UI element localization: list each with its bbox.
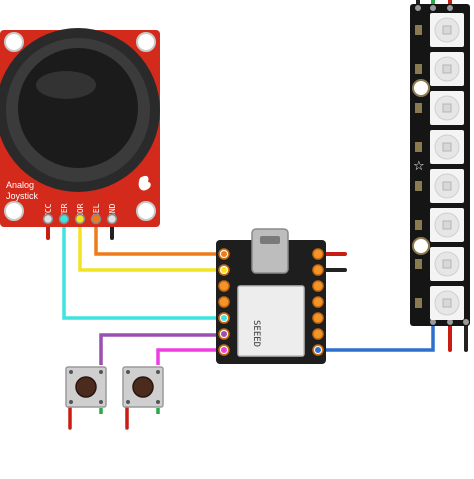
pin-label-hor: HOR [76,203,85,218]
pin-pad-ver [58,213,70,225]
button1-cap[interactable] [75,376,97,398]
led-4-chip [442,142,452,152]
led-strip-pad [430,5,436,11]
wire-end-magenta [220,346,228,354]
joystick-cap-highlight [36,71,96,99]
sparkfun-logo-icon [138,175,151,191]
xiao-board: SEEED [216,228,326,364]
push-buttons [65,366,164,430]
pin-label-vcc: VCC [44,203,53,218]
wire-button1-to-xiao [99,333,222,365]
star-icon: ☆ [413,159,425,174]
led-7-chip [442,259,452,269]
wire-end-purple [220,330,228,338]
wire-end-orange [220,250,228,258]
wire-end-yellow [220,266,228,274]
mounting-hole [4,201,24,221]
led-strip-pad [463,319,469,325]
led-1-capacitor [415,25,422,35]
wire-joystick-hor-to-xiao [78,222,222,272]
led-6-chip [442,220,452,230]
led-7-capacitor [415,259,422,269]
led-3-capacitor [415,103,422,113]
pin-pad-gnd [106,213,118,225]
rf-shield [237,285,305,357]
pin-pad-hor [74,213,86,225]
led-5-capacitor [415,181,422,191]
mounting-hole [136,201,156,221]
led-strip-hole [412,237,430,255]
mounting-hole [4,32,24,52]
usb-c-connector [251,228,289,274]
led-1-chip [442,25,452,35]
wire-joystick-ver-to-xiao [62,222,222,320]
xiao-pad [312,296,324,308]
push-button-2[interactable] [122,366,164,430]
wire-end-blue [314,346,322,354]
led-strip: ☆ [410,4,470,326]
pin-label-ver: VER [60,203,69,218]
led-strip-pad [430,319,436,325]
led-strip-pad [415,5,421,11]
wire-button2-to-xiao [156,348,222,365]
xiao-pad [312,264,324,276]
button2-cap[interactable] [132,376,154,398]
joystick-label-line1: Analog [6,180,34,190]
joystick-pin-pads [42,213,118,225]
pin-pad-vcc [42,213,54,225]
led-2-chip [442,64,452,74]
led-3-chip [442,103,452,113]
led-strip-pad [447,5,453,11]
led-8-chip [442,298,452,308]
button1-corner [69,370,73,374]
usb-c-port [260,236,280,244]
wire-end-cyan [220,314,228,322]
xiao-pad [312,312,324,324]
xiao-pad [218,296,230,308]
xiao-pad [312,280,324,292]
button2-corner [156,370,160,374]
led-5-chip [442,181,452,191]
pin-label-gnd: GND [108,203,117,218]
joystick-label-line2: Joystick [6,191,39,201]
led-group [415,13,464,320]
led-4-capacitor [415,142,422,152]
wire-xiao-to-led-data [320,324,435,352]
xiao-pad [312,248,324,260]
joystick-cap [18,48,138,168]
button1-corner [69,400,73,404]
button2-corner [126,400,130,404]
led-2-capacitor [415,64,422,74]
xiao-pad [312,328,324,340]
xiao-pad [218,280,230,292]
button1-corner [99,400,103,404]
led-strip-hole [412,79,430,97]
mounting-hole [136,32,156,52]
joystick-module: Analog Joystick VCC VER HOR SEL GND [0,28,160,227]
button2-corner [156,400,160,404]
led-strip-pad [447,319,453,325]
button2-corner [126,370,130,374]
wire-joystick-sel-to-xiao [94,222,222,256]
button1-corner [99,370,103,374]
led-8-capacitor [415,298,422,308]
xiao-logo: SEEED [251,320,261,347]
led-6-capacitor [415,220,422,230]
pin-label-sel: SEL [92,203,101,218]
push-button-1[interactable] [65,366,107,430]
pin-pad-sel [90,213,102,225]
